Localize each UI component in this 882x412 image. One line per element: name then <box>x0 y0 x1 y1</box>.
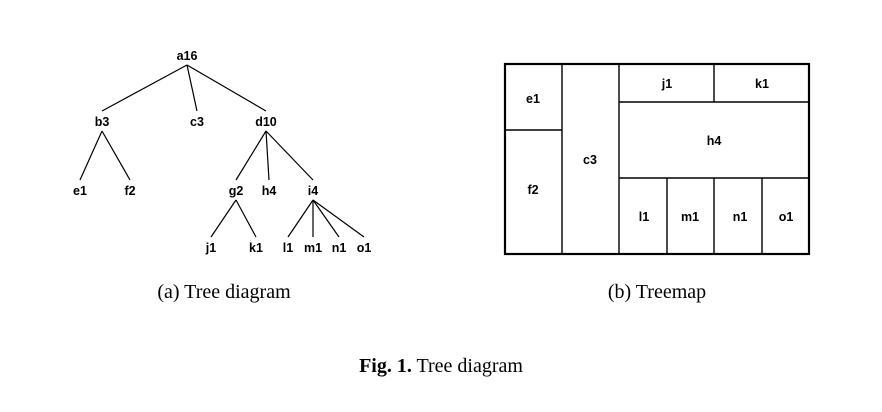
node-g2: g2 <box>229 184 244 198</box>
node-i4: i4 <box>308 184 318 198</box>
node-c3: c3 <box>190 115 204 129</box>
edge-i4-l1 <box>287 199 314 238</box>
edge-d10-h4 <box>265 130 270 181</box>
cell-h4: h4 <box>707 134 722 148</box>
cell-f2: f2 <box>527 183 538 197</box>
cell-o1: o1 <box>779 210 794 224</box>
cell-l1: l1 <box>639 210 649 224</box>
treemap: e1 f2 c3 j1 k1 h4 l1 m1 n1 o1 (b) Treema… <box>503 62 811 303</box>
edge-d10-g2 <box>235 130 267 181</box>
treemap-caption: (b) Treemap <box>608 281 706 303</box>
node-n1: n1 <box>332 241 347 255</box>
cell-n1: n1 <box>733 210 748 224</box>
edge-a16-d10 <box>186 64 267 112</box>
edge-b3-e1 <box>79 130 103 181</box>
cell-j1: j1 <box>661 77 672 91</box>
node-o1: o1 <box>357 241 372 255</box>
node-b3: b3 <box>95 115 110 129</box>
node-d10: d10 <box>255 115 277 129</box>
node-j1: j1 <box>205 241 216 255</box>
edge-a16-b3 <box>101 64 188 112</box>
node-m1: m1 <box>304 241 322 255</box>
node-h4: h4 <box>262 184 277 198</box>
cell-m1: m1 <box>681 210 699 224</box>
node-a16: a16 <box>177 49 198 63</box>
cell-e1: e1 <box>526 92 540 106</box>
edge-g2-j1 <box>210 199 237 238</box>
edge-d10-i4 <box>265 130 314 181</box>
cell-c3: c3 <box>583 153 597 167</box>
node-l1: l1 <box>283 241 293 255</box>
edge-g2-k1 <box>235 199 257 238</box>
treemap-border <box>503 62 811 256</box>
edge-a16-c3 <box>186 64 198 112</box>
node-f2: f2 <box>124 184 135 198</box>
tree-edges <box>79 64 365 238</box>
figure-caption-text: Tree diagram <box>412 355 524 377</box>
figure-caption-prefix: Fig. 1. <box>359 355 412 377</box>
cell-k1: k1 <box>755 77 769 91</box>
tree-diagram-caption: (a) Tree diagram <box>157 281 291 303</box>
node-e1: e1 <box>73 184 87 198</box>
edge-i4-o1 <box>312 199 365 238</box>
figure-caption: Fig. 1. Tree diagram <box>359 355 523 377</box>
node-k1: k1 <box>249 241 263 255</box>
edge-b3-f2 <box>101 130 131 181</box>
edge-i4-n1 <box>312 199 340 238</box>
tree-diagram: a16 b3 c3 d10 e1 f2 g2 h4 i4 j1 k1 l1 m1… <box>73 49 371 303</box>
